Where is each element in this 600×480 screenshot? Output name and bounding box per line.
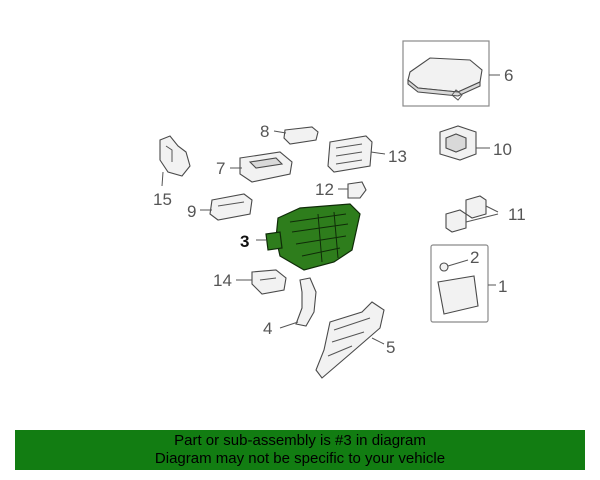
callout-7: 7	[216, 159, 225, 178]
callout-6: 6	[504, 66, 513, 85]
callout-2: 2	[470, 248, 479, 267]
callout-13: 13	[388, 147, 407, 166]
part-4-strap	[295, 277, 317, 327]
part-12-group[interactable]: 12	[315, 180, 367, 199]
part-3-box-connector	[265, 231, 283, 251]
part-4-leader	[279, 321, 299, 329]
part-10-relay-face	[445, 133, 467, 153]
part-notice-banner: Part or sub-assembly is #3 in diagram Di…	[15, 430, 585, 470]
part-12-grommet	[347, 181, 367, 199]
banner-line-2: Diagram may not be specific to your vehi…	[154, 450, 446, 467]
part-7-group[interactable]: 7	[216, 151, 293, 183]
part-1-frame	[430, 244, 489, 323]
part-6-frame	[402, 40, 490, 107]
part-15-detail	[165, 145, 173, 162]
part-2-leader	[447, 259, 469, 267]
part-1-panel	[437, 275, 479, 315]
part-14-group[interactable]: 14	[213, 269, 287, 295]
part-3-group[interactable]: 3	[240, 203, 361, 271]
part-3-box-detail	[289, 211, 349, 263]
part-5-leader	[371, 337, 385, 345]
part-13-leader	[370, 151, 386, 155]
part-1-group[interactable]: 1	[430, 244, 507, 323]
part-14-detail	[259, 277, 277, 281]
part-13-ribs	[335, 143, 363, 165]
callout-8: 8	[260, 122, 269, 141]
part-8-leader	[273, 130, 287, 134]
part-9-holder	[209, 193, 253, 221]
part-15-group[interactable]: 15	[153, 135, 191, 209]
part-8-clip	[283, 126, 319, 145]
part-11-group[interactable]: 11	[445, 195, 526, 233]
part-15-bracket	[159, 135, 191, 177]
callout-1: 1	[498, 277, 507, 296]
part-6-group[interactable]: 6	[402, 40, 513, 107]
callout-4: 4	[263, 319, 272, 338]
callout-12: 12	[315, 180, 334, 199]
callout-11: 11	[508, 205, 526, 224]
part-2-clip	[439, 262, 449, 272]
part-6-cover-edge	[407, 78, 481, 97]
part-2-group[interactable]: 2	[439, 248, 479, 272]
part-11-leaders	[465, 205, 499, 223]
callout-15: 15	[153, 190, 172, 209]
part-15-leader	[161, 171, 164, 187]
callout-10: 10	[493, 140, 512, 159]
callout-14: 14	[213, 271, 232, 290]
part-6-tab	[451, 89, 463, 101]
part-13-group[interactable]: 13	[327, 135, 407, 173]
callout-9: 9	[187, 202, 196, 221]
part-9-detail	[217, 201, 245, 207]
part-7-block-top	[248, 157, 284, 169]
part-11-relay-b	[445, 209, 467, 233]
banner-line-1: Part or sub-assembly is #3 in diagram	[174, 432, 426, 449]
part-5-group[interactable]: 5	[315, 301, 395, 379]
part-11-relay-a	[465, 195, 487, 219]
part-8-group[interactable]: 8	[260, 122, 319, 145]
callout-5: 5	[386, 338, 395, 357]
part-10-group[interactable]: 10	[439, 125, 512, 161]
part-4-group[interactable]: 4	[263, 277, 317, 338]
part-14-bracket	[251, 269, 287, 295]
part-9-group[interactable]: 9	[187, 193, 253, 221]
part-5-ribs	[327, 317, 371, 357]
part-3-box-body	[275, 203, 361, 271]
part-5-cover	[315, 301, 385, 379]
callout-3: 3	[240, 232, 249, 251]
